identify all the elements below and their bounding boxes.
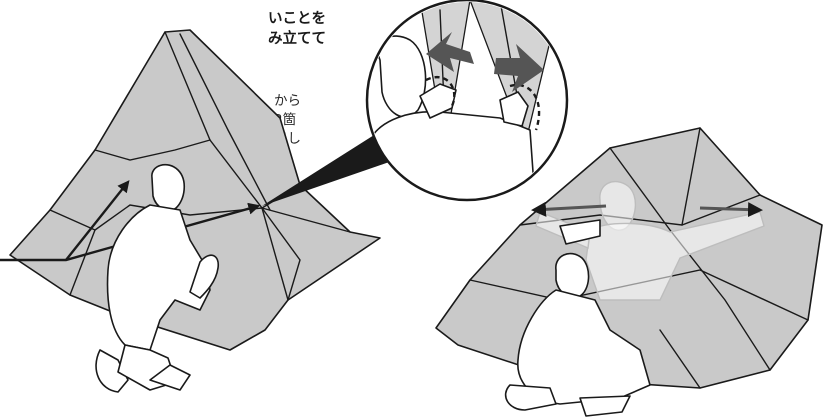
zoom-detail-circle: [367, 0, 567, 200]
